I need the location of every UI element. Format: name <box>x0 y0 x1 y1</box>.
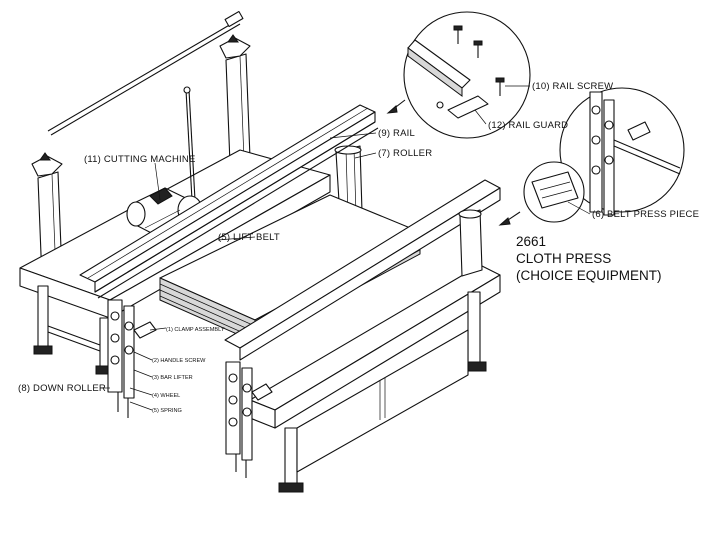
label-bar-lifter: (3) BAR LIFTER <box>152 375 193 381</box>
detail-belt-press <box>559 87 685 216</box>
detail-rail-screw <box>403 11 531 139</box>
detail-arrow-1 <box>386 99 406 114</box>
title-line1: CLOTH PRESS <box>516 251 611 266</box>
left-rear-post <box>219 34 251 165</box>
right-clamp-assembly <box>225 361 273 478</box>
label-handle-screw: (2) HANDLE SCREW <box>152 358 206 364</box>
label-clamp-assembly: (1) CLAMP ASSEMBLY <box>166 327 225 333</box>
spindle-rod <box>47 10 244 136</box>
title-line2: (CHOICE EQUIPMENT) <box>516 268 662 283</box>
label-wheel: (4) WHEEL <box>152 393 180 399</box>
left-clamp-assembly <box>107 299 157 418</box>
leader-lines <box>100 85 591 411</box>
label-roller: (7) ROLLER <box>378 148 432 159</box>
label-down-roller: (8) DOWN ROLLER <box>18 383 106 394</box>
right-table <box>224 179 501 493</box>
label-cutting-machine: (11) CUTTING MACHINE <box>84 154 196 165</box>
detail-belt-piece <box>523 161 585 223</box>
title-model: 2661 <box>516 234 546 249</box>
detail-arrow-2 <box>498 211 521 226</box>
label-spring: (5) SPRING <box>152 408 182 414</box>
rail <box>79 104 376 293</box>
label-rail: (9) RAIL <box>378 128 415 139</box>
left-front-post <box>31 152 63 281</box>
lift-belt <box>94 121 379 299</box>
label-rail-guard: (12) RAIL GUARD <box>488 120 568 131</box>
label-rail-screw: (10) RAIL SCREW <box>532 81 613 92</box>
label-lift-belt: (5) LIFT BELT <box>218 232 280 243</box>
label-belt-press-piece: (6) BELT PRESS PIECE <box>592 209 699 220</box>
